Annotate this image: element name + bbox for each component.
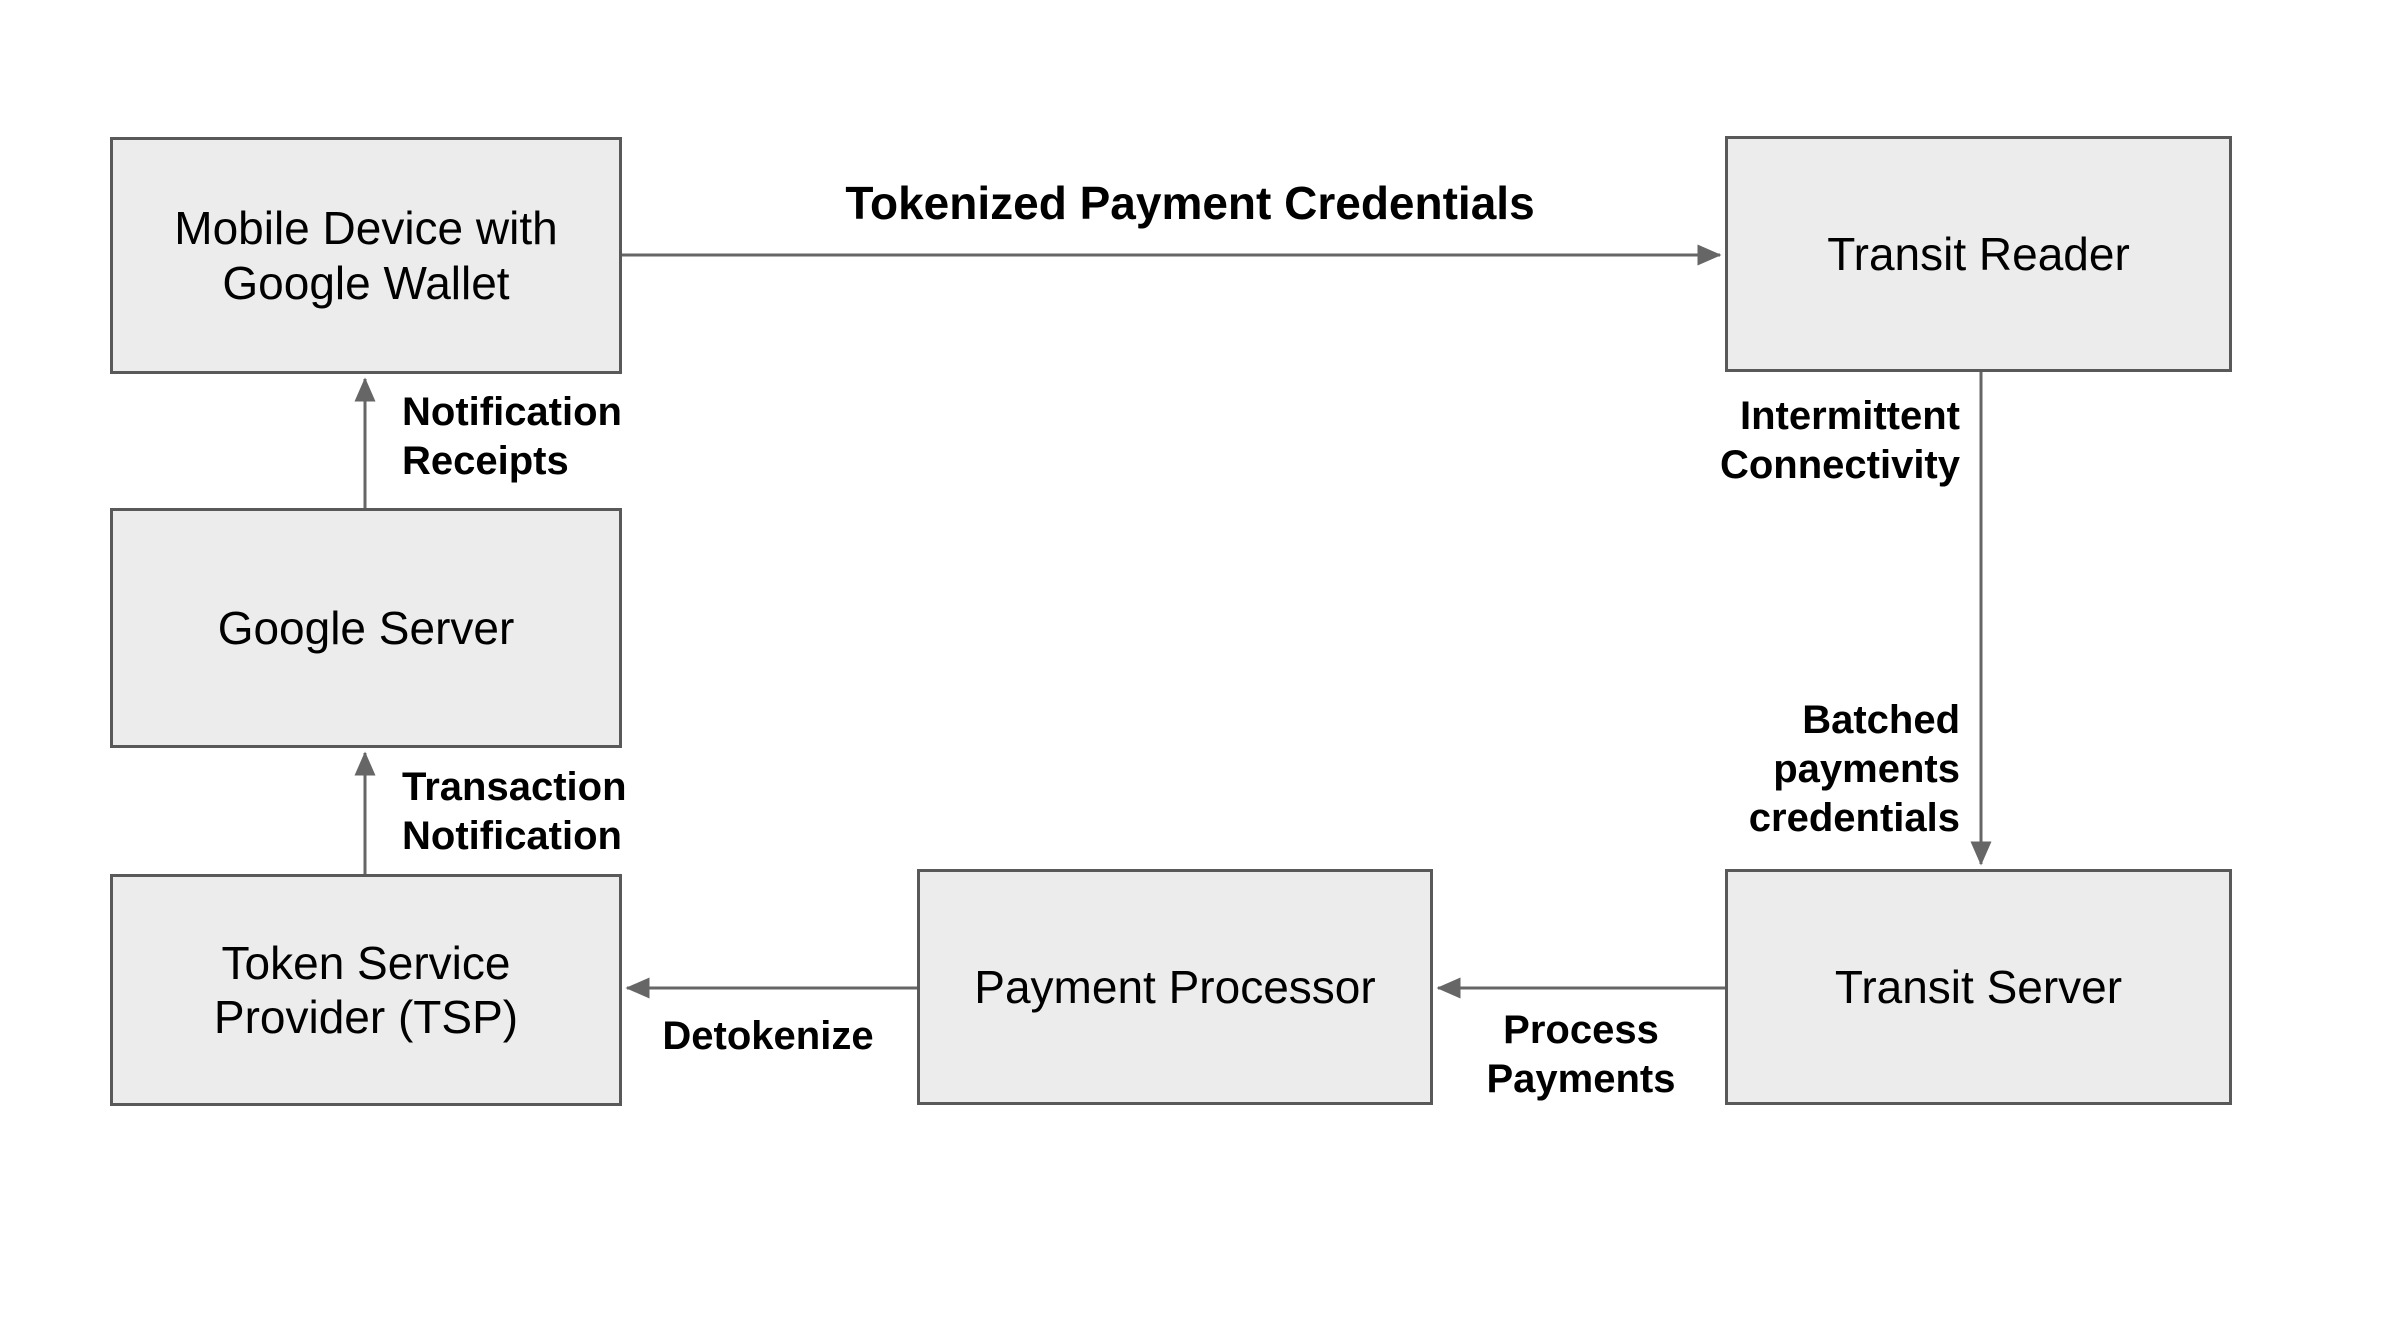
- edge-label-notification-receipts: Notification Receipts: [402, 390, 622, 483]
- edge-label-transaction-notification: Transaction Notification: [402, 765, 627, 858]
- node-transit-server: Transit Server: [1725, 869, 2232, 1105]
- edge-label-batched-payments-credentials: Batched payments credentials: [1748, 698, 1960, 840]
- node-payment-processor: Payment Processor: [917, 869, 1433, 1105]
- edge-label-process-payments: Process Payments: [1486, 1008, 1676, 1101]
- node-mobile-device-google-wallet: Mobile Device with Google Wallet: [110, 137, 622, 374]
- edge-label-detokenize: Detokenize: [662, 1014, 874, 1058]
- node-payment-processor-label: Payment Processor: [974, 960, 1376, 1013]
- node-google-server: Google Server: [110, 508, 622, 748]
- node-mobile-device-label: Mobile Device with Google Wallet: [174, 202, 558, 309]
- node-transit-reader: Transit Reader: [1725, 136, 2232, 372]
- node-transit-reader-label: Transit Reader: [1827, 227, 2130, 280]
- node-google-server-label: Google Server: [217, 601, 515, 654]
- node-transit-server-label: Transit Server: [1834, 960, 2123, 1013]
- edge-label-tokenized-payment-credentials: Tokenized Payment Credentials: [845, 177, 1535, 229]
- node-token-service-provider: Token Service Provider (TSP): [110, 874, 622, 1106]
- edge-label-intermittent-connectivity: Intermittent Connectivity: [1719, 394, 1960, 487]
- node-token-service-provider-label: Token Service Provider (TSP): [213, 936, 519, 1043]
